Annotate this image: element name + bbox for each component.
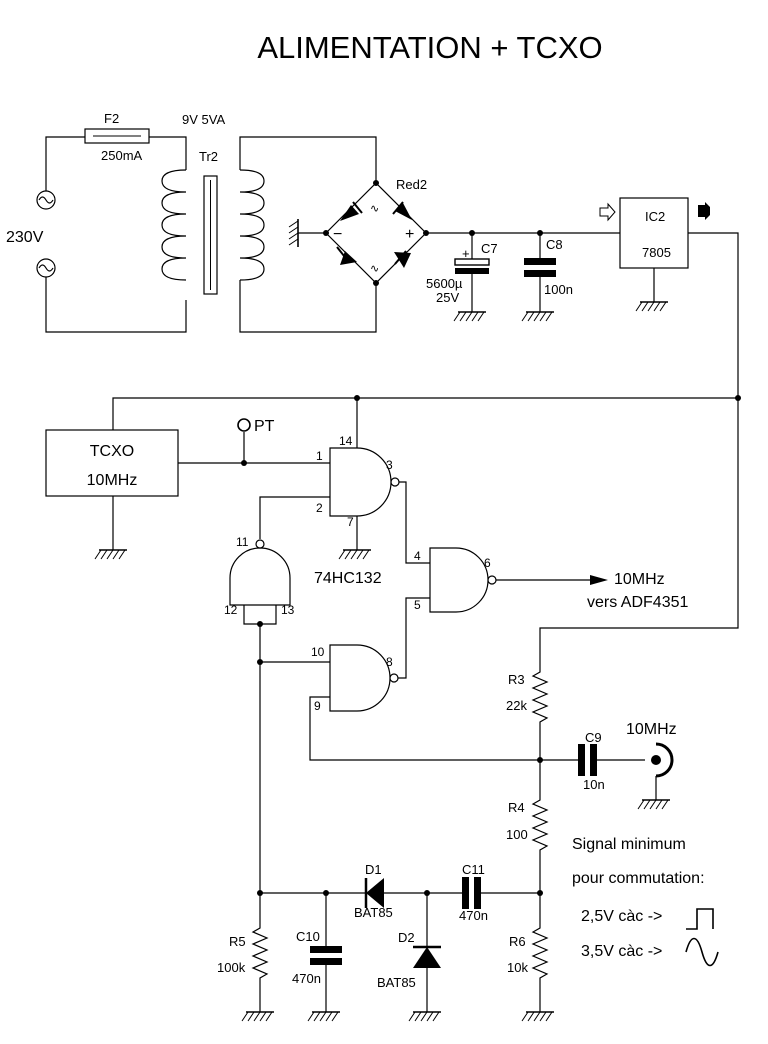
bridge-rectifier-red2: ∿ ∿	[288, 180, 429, 286]
d1-ref-label: D1	[365, 862, 382, 877]
mains-input	[36, 136, 187, 333]
c10-ref-label: C10	[296, 929, 320, 944]
nand-gate-b	[399, 481, 608, 613]
pin-13: 13	[281, 603, 295, 617]
capacitor-c7	[453, 233, 490, 322]
fuse-f2	[84, 128, 187, 170]
note-line-2: pour commutation:	[572, 870, 705, 887]
bridge-plus-label: +	[405, 226, 414, 243]
pin-11: 11	[236, 535, 249, 549]
resistor-r3	[531, 668, 549, 760]
regulator-ref-label: IC2	[645, 209, 665, 224]
d1-value-label: BAT85	[354, 905, 393, 920]
transformer-rating-label: 9V 5VA	[182, 112, 225, 127]
tcxo-label: TCXO	[90, 443, 134, 460]
r6-ref-label: R6	[509, 934, 526, 949]
rf-input-label: 10MHz	[626, 721, 677, 738]
vcc-rail-wire	[112, 397, 738, 430]
r3-ref-label: R3	[508, 672, 525, 687]
c9-ref-label: C9	[585, 730, 602, 745]
transformer-ref-label: Tr2	[199, 149, 218, 164]
bridge-ref-label: Red2	[396, 177, 427, 192]
capacitor-c11	[462, 877, 540, 909]
r4-ref-label: R4	[508, 800, 525, 815]
pin-6: 6	[484, 556, 491, 570]
capacitor-c9	[540, 744, 645, 776]
capacitor-c10	[307, 893, 342, 1022]
pin-12: 12	[224, 603, 238, 617]
ic-name-label: 74HC132	[314, 570, 382, 587]
d2-ref-label: D2	[398, 930, 415, 945]
c11-ref-label: C11	[462, 862, 485, 877]
test-point	[237, 418, 251, 432]
c11-value-label: 470n	[459, 908, 488, 923]
resistor-r4	[531, 760, 549, 893]
resistor-r5	[241, 893, 275, 1022]
c7-value-label: 5600µ	[426, 276, 463, 291]
svg-text:∿: ∿	[370, 263, 379, 275]
c9-value-label: 10n	[583, 777, 605, 792]
diode-d2	[408, 893, 442, 1022]
r6-value-label: 10k	[507, 960, 528, 975]
nand-gate-a	[259, 447, 400, 560]
pin-9: 9	[314, 699, 321, 713]
regulator-ic2	[539, 197, 739, 668]
c7-polarity-label: +	[462, 246, 470, 261]
nand-gate-d	[229, 539, 330, 893]
diode-d1	[364, 878, 462, 908]
pin-14: 14	[339, 434, 353, 448]
output-freq-label: 10MHz	[614, 571, 665, 588]
note-square-label: 2,5V càc ->	[581, 908, 662, 925]
transformer-tr2	[161, 136, 377, 333]
square-wave-icon	[686, 908, 714, 930]
pin-3: 3	[386, 458, 393, 472]
regulator-value-label: 7805	[642, 245, 671, 260]
mains-voltage-label: 230V	[6, 229, 44, 246]
r5-ref-label: R5	[229, 934, 246, 949]
pin-10: 10	[311, 645, 325, 659]
pin-5: 5	[414, 598, 421, 612]
c7-voltage-label: 25V	[436, 290, 459, 305]
fuse-ref-label: F2	[104, 111, 119, 126]
note-sine-label: 3,5V càc ->	[581, 943, 662, 960]
pin-8: 8	[386, 655, 393, 669]
test-point-label: PT	[254, 418, 275, 435]
c10-value-label: 470n	[292, 971, 321, 986]
rf-input-connector	[637, 742, 674, 810]
c8-ref-label: C8	[546, 237, 563, 252]
tcxo-freq-label: 10MHz	[87, 472, 138, 489]
diagram-title: ALIMENTATION + TCXO	[257, 30, 602, 65]
resistor-r6	[521, 893, 555, 1022]
output-dest-label: vers ADF4351	[587, 594, 688, 611]
r4-value-label: 100	[506, 827, 528, 842]
c8-value-label: 100n	[544, 282, 573, 297]
pin-1: 1	[316, 449, 323, 463]
pin-7: 7	[347, 515, 354, 529]
pin-4: 4	[414, 549, 421, 563]
pin-2: 2	[316, 501, 323, 515]
svg-text:∿: ∿	[370, 203, 379, 215]
nand-gate-c	[309, 597, 540, 761]
capacitor-c8	[521, 233, 556, 322]
d2-value-label: BAT85	[377, 975, 416, 990]
sine-wave-icon	[685, 937, 719, 967]
r5-value-label: 100k	[217, 960, 246, 975]
note-line-1: Signal minimum	[572, 836, 686, 853]
bridge-minus-label: −	[333, 226, 342, 243]
c7-ref-label: C7	[481, 241, 498, 256]
r3-value-label: 22k	[506, 698, 527, 713]
fuse-value-label: 250mA	[101, 148, 143, 163]
